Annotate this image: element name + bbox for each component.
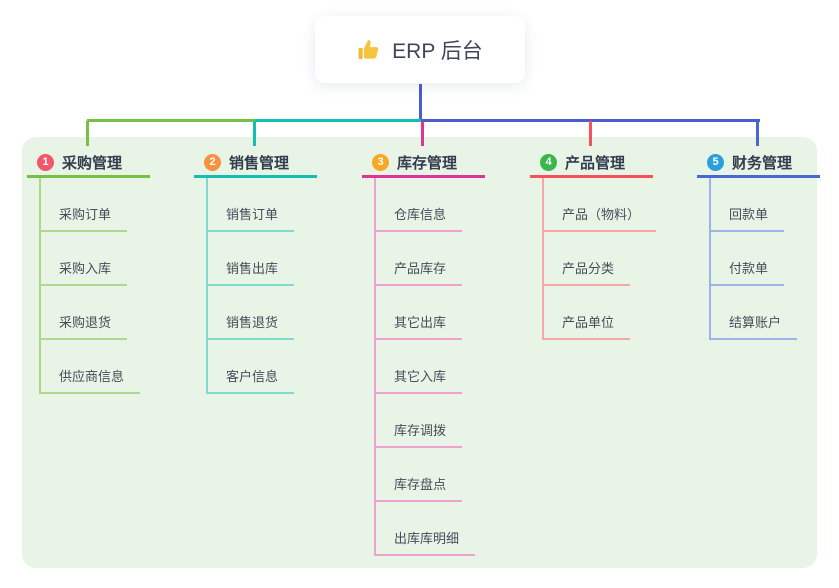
branch-header[interactable]: 5 财务管理 xyxy=(697,149,820,178)
branch-header[interactable]: 1 采购管理 xyxy=(27,149,150,178)
child-node[interactable]: 回款单 xyxy=(711,178,785,232)
branch-children: 仓库信息 产品库存 其它出库 其它入库 库存调拨 库存盘点 出库库明细 xyxy=(374,178,485,556)
child-node[interactable]: 产品库存 xyxy=(376,232,463,286)
branch-header[interactable]: 2 销售管理 xyxy=(194,149,317,178)
branch-drop-line-1 xyxy=(86,121,89,146)
branch-node-3: 3 库存管理 仓库信息 产品库存 其它出库 其它入库 库存调拨 库存盘点 出库库… xyxy=(362,149,485,556)
top-line-green xyxy=(87,119,255,122)
child-node[interactable]: 产品（物料） xyxy=(544,178,657,232)
child-node-label: 销售出库 xyxy=(226,261,279,276)
branch-children: 采购订单 采购入库 采购退货 供应商信息 xyxy=(39,178,150,394)
child-node-label: 库存盘点 xyxy=(394,477,447,492)
child-node[interactable]: 付款单 xyxy=(711,232,785,286)
root-node[interactable]: ERP 后台 xyxy=(315,16,525,83)
child-node[interactable]: 库存盘点 xyxy=(376,448,463,502)
child-node-label: 销售退货 xyxy=(226,315,279,330)
branch-header[interactable]: 3 库存管理 xyxy=(362,149,485,178)
child-node-label: 采购订单 xyxy=(59,207,112,222)
branch-node-5: 5 财务管理 回款单 付款单 结算账户 xyxy=(697,149,820,340)
child-node-label: 供应商信息 xyxy=(59,369,125,384)
branch-label: 财务管理 xyxy=(732,154,793,172)
branch-label: 采购管理 xyxy=(62,154,123,172)
branch-node-4: 4 产品管理 产品（物料） 产品分类 产品单位 xyxy=(530,149,657,340)
child-node[interactable]: 客户信息 xyxy=(208,340,295,394)
root-drop-line xyxy=(419,84,422,122)
child-node[interactable]: 产品单位 xyxy=(544,286,631,340)
child-node-label: 产品分类 xyxy=(562,261,615,276)
branch-number-badge: 2 xyxy=(204,153,221,171)
branch-number-badge: 4 xyxy=(540,153,557,171)
child-node-label: 销售订单 xyxy=(226,207,279,222)
child-node[interactable]: 采购订单 xyxy=(41,178,128,232)
child-node[interactable]: 销售退货 xyxy=(208,286,295,340)
child-node[interactable]: 其它出库 xyxy=(376,286,463,340)
child-node[interactable]: 销售出库 xyxy=(208,232,295,286)
child-node[interactable]: 库存调拨 xyxy=(376,394,463,448)
branch-number-badge: 3 xyxy=(372,153,389,171)
child-node-label: 库存调拨 xyxy=(394,423,447,438)
branch-label: 库存管理 xyxy=(397,154,458,172)
branch-drop-line-3 xyxy=(421,121,424,146)
child-node-label: 仓库信息 xyxy=(394,207,447,222)
branch-label: 产品管理 xyxy=(565,154,626,172)
branch-children: 销售订单 销售出库 销售退货 客户信息 xyxy=(206,178,317,394)
child-node-label: 采购入库 xyxy=(59,261,112,276)
child-node-label: 回款单 xyxy=(729,207,769,222)
branch-drop-line-5 xyxy=(756,121,759,146)
branch-node-1: 1 采购管理 采购订单 采购入库 采购退货 供应商信息 xyxy=(27,149,150,394)
top-line-blue xyxy=(421,119,760,122)
child-node[interactable]: 出库库明细 xyxy=(376,502,476,556)
branch-drop-line-4 xyxy=(589,121,592,146)
branch-children: 产品（物料） 产品分类 产品单位 xyxy=(542,178,657,340)
mindmap-panel xyxy=(22,137,817,568)
thumbs-up-icon xyxy=(357,38,381,62)
branch-children: 回款单 付款单 结算账户 xyxy=(709,178,820,340)
branch-drop-line-2 xyxy=(253,121,256,146)
child-node-label: 其它出库 xyxy=(394,315,447,330)
child-node-label: 产品（物料） xyxy=(562,207,641,222)
child-node[interactable]: 采购退货 xyxy=(41,286,128,340)
branch-number-badge: 1 xyxy=(37,153,54,171)
child-node-label: 采购退货 xyxy=(59,315,112,330)
child-node-label: 付款单 xyxy=(729,261,769,276)
branch-label: 销售管理 xyxy=(229,154,290,172)
branch-number-badge: 5 xyxy=(707,153,724,171)
top-line-teal xyxy=(255,119,421,122)
child-node[interactable]: 供应商信息 xyxy=(41,340,141,394)
child-node-label: 产品库存 xyxy=(394,261,447,276)
child-node[interactable]: 结算账户 xyxy=(711,286,798,340)
child-node-label: 其它入库 xyxy=(394,369,447,384)
child-node-label: 客户信息 xyxy=(226,369,279,384)
child-node[interactable]: 其它入库 xyxy=(376,340,463,394)
branch-header[interactable]: 4 产品管理 xyxy=(530,149,653,178)
root-node-title: ERP 后台 xyxy=(392,39,483,63)
child-node-label: 结算账户 xyxy=(729,315,782,330)
child-node[interactable]: 采购入库 xyxy=(41,232,128,286)
child-node[interactable]: 产品分类 xyxy=(544,232,631,286)
branch-node-2: 2 销售管理 销售订单 销售出库 销售退货 客户信息 xyxy=(194,149,317,394)
child-node-label: 产品单位 xyxy=(562,315,615,330)
child-node[interactable]: 销售订单 xyxy=(208,178,295,232)
child-node-label: 出库库明细 xyxy=(394,531,460,546)
child-node[interactable]: 仓库信息 xyxy=(376,178,463,232)
